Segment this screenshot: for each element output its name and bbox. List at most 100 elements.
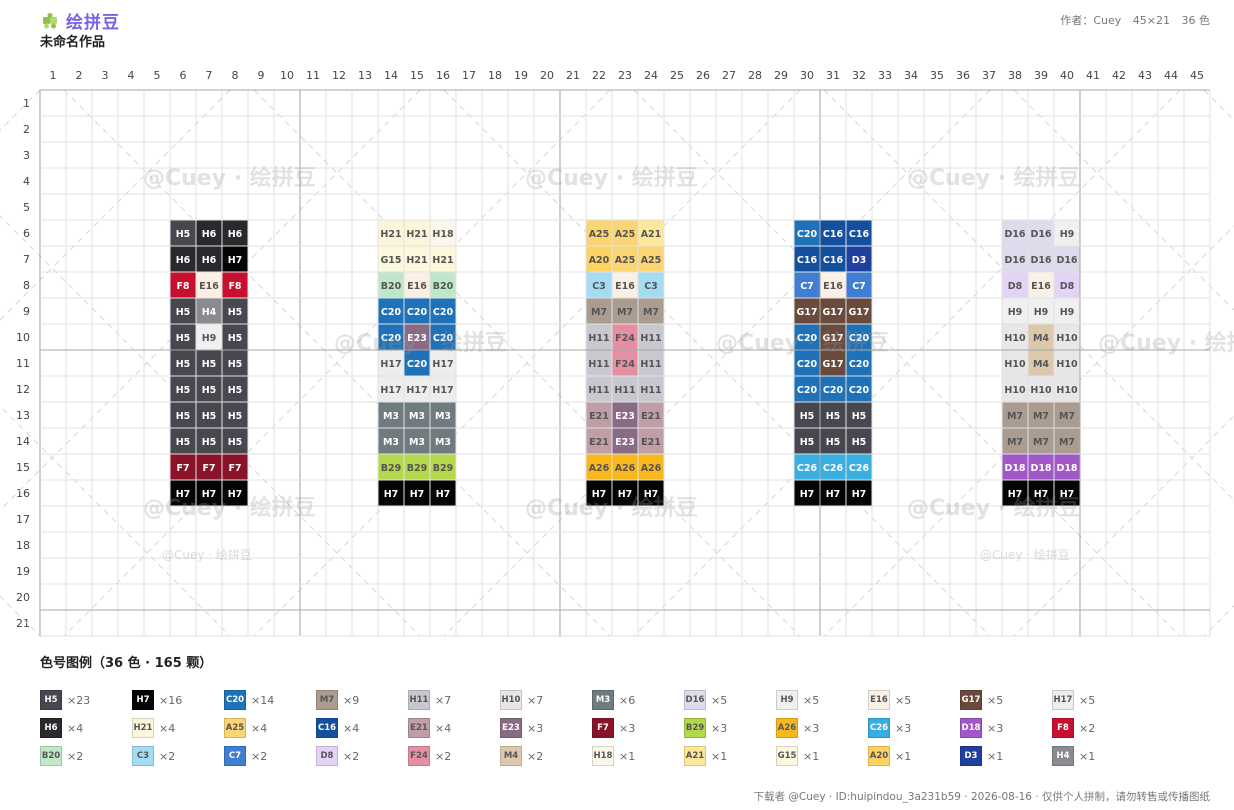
bead-code: E23	[407, 333, 427, 344]
legend-item: B20×2	[40, 746, 83, 766]
bead-cell	[846, 454, 872, 480]
bead-code: H5	[176, 437, 191, 448]
legend-chip: C3	[132, 746, 154, 766]
bead-code: M7	[643, 307, 659, 318]
bead-cell	[170, 480, 196, 506]
bead-code: G15	[380, 255, 401, 266]
bead-code: H5	[228, 307, 243, 318]
row-number: 11	[16, 357, 30, 370]
column-number: 4	[128, 69, 135, 82]
legend-item: F7×3	[592, 718, 635, 738]
legend-chip: M7	[316, 690, 338, 710]
legend-chip: G17	[960, 690, 982, 710]
watermark-line	[1013, 415, 1234, 637]
bead-cell	[1002, 480, 1028, 506]
bead-cell	[586, 220, 612, 246]
legend-item: C7×2	[224, 746, 267, 766]
bead-cell	[794, 428, 820, 454]
bead-cell	[794, 402, 820, 428]
bead-cell	[612, 350, 638, 376]
row-number: 12	[16, 383, 30, 396]
bead-code: H18	[432, 229, 454, 240]
bead-cell	[586, 246, 612, 272]
column-number: 28	[748, 69, 762, 82]
bead-code: M3	[383, 437, 399, 448]
bead-code: M7	[1033, 437, 1049, 448]
legend-count: ×14	[251, 693, 275, 707]
row-number: 3	[23, 149, 30, 162]
bead-cell	[1002, 272, 1028, 298]
bead-code: H17	[380, 359, 401, 370]
legend-item: M3×6	[592, 690, 635, 710]
bead-cell	[612, 298, 638, 324]
bead-cell	[170, 350, 196, 376]
bead-cell	[196, 246, 222, 272]
column-number: 22	[592, 69, 606, 82]
row-number: 17	[16, 513, 30, 526]
bead-cell	[586, 428, 612, 454]
bead-code: H7	[410, 489, 425, 500]
bead-cell	[846, 220, 872, 246]
legend-count: ×1	[987, 749, 1004, 763]
bead-code: H10	[1004, 333, 1026, 344]
bead-cell	[638, 402, 664, 428]
bead-code: H17	[432, 359, 453, 370]
column-number: 6	[180, 69, 187, 82]
bead-code: H7	[436, 489, 451, 500]
bead-code: H5	[228, 385, 243, 396]
bead-cell	[430, 376, 456, 402]
bead-cell	[846, 428, 872, 454]
bead-cell	[820, 246, 846, 272]
bead-code: C20	[849, 385, 870, 396]
bead-code: H7	[826, 489, 841, 500]
bead-cell	[1002, 402, 1028, 428]
bead-cell	[1054, 220, 1080, 246]
legend-chip: D16	[684, 690, 706, 710]
bead-cell	[196, 454, 222, 480]
column-number: 35	[930, 69, 944, 82]
legend-chip: E16	[868, 690, 890, 710]
bead-cell	[222, 454, 248, 480]
legend-count: ×3	[711, 721, 728, 735]
legend-count: ×1	[803, 749, 820, 763]
bead-cell	[1002, 298, 1028, 324]
bead-code: H7	[1060, 489, 1075, 500]
size-label: 45×21	[1132, 14, 1170, 27]
bead-cell	[1002, 376, 1028, 402]
bead-cell	[638, 298, 664, 324]
brand[interactable]: 绘拼豆	[40, 8, 120, 33]
legend-count: ×9	[343, 693, 360, 707]
bead-cell	[430, 428, 456, 454]
bead-cell	[612, 454, 638, 480]
column-number: 29	[774, 69, 788, 82]
bead-code: M3	[435, 411, 451, 422]
bead-code: C16	[797, 255, 818, 266]
legend-item: A20×1	[868, 746, 911, 766]
row-number: 1	[23, 97, 30, 110]
row-number: 16	[16, 487, 30, 500]
bead-code: C20	[849, 359, 870, 370]
legend-count: ×2	[67, 749, 84, 763]
bead-code: H7	[228, 255, 243, 266]
bead-cell	[846, 350, 872, 376]
row-number: 14	[16, 435, 30, 448]
legend-item: H4×1	[1052, 746, 1095, 766]
bead-cell	[846, 246, 872, 272]
bead-code: A26	[615, 463, 636, 474]
bead-cell	[820, 402, 846, 428]
bead-cell	[222, 350, 248, 376]
bead-cell	[586, 480, 612, 506]
column-number: 34	[904, 69, 918, 82]
bead-cell	[1054, 454, 1080, 480]
bead-code: D18	[1056, 463, 1077, 474]
legend-item: C16×4	[316, 718, 359, 738]
bead-code: H5	[176, 411, 191, 422]
column-number: 12	[332, 69, 346, 82]
bead-code: B20	[433, 281, 454, 292]
column-number: 19	[514, 69, 528, 82]
bead-code: H5	[228, 411, 243, 422]
bead-code: M3	[435, 437, 451, 448]
column-number: 16	[436, 69, 450, 82]
